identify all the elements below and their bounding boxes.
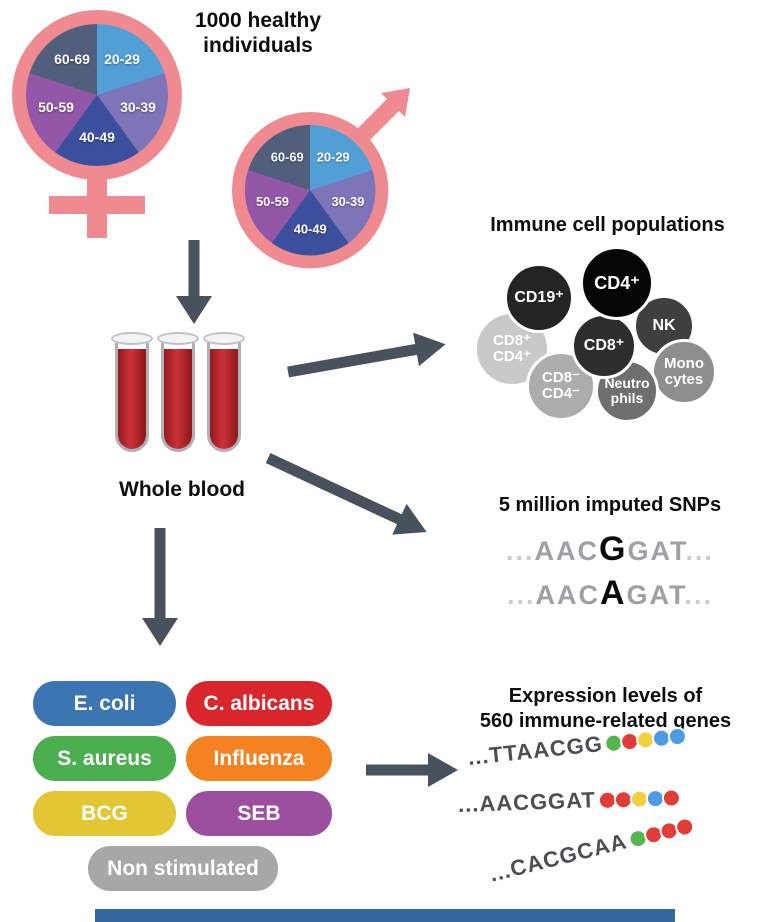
blood-fill bbox=[210, 349, 238, 449]
age-group-label-20-29: 20-29 bbox=[104, 51, 140, 67]
snp-bases: GAT bbox=[626, 580, 685, 610]
cell-label: CD8⁻ CD4⁻ bbox=[542, 369, 580, 402]
blood-tube-icon bbox=[111, 332, 153, 456]
male-symbol-arrow-icon bbox=[352, 88, 410, 146]
male-symbol-ring: 20-29 30-39 40-49 50-59 60-69 bbox=[232, 112, 389, 269]
tube-body bbox=[161, 340, 195, 452]
stimulus-label: Non stimulated bbox=[107, 856, 259, 880]
age-group-label-40-49: 40-49 bbox=[293, 221, 327, 237]
expression-dots bbox=[603, 725, 689, 754]
snp-variant-base: A bbox=[599, 574, 627, 612]
cell-label: CD4⁺ bbox=[594, 272, 640, 293]
whole-blood-label: Whole blood bbox=[119, 478, 245, 501]
age-group-label-30-39: 30-39 bbox=[120, 99, 156, 115]
blue-dot bbox=[667, 725, 689, 747]
age-group-label-60-69: 60-69 bbox=[54, 51, 90, 67]
stimulus-label: E. coli bbox=[73, 691, 136, 715]
age-group-label-50-59: 50-59 bbox=[38, 99, 74, 115]
male-age-pie-chart: 20-29 30-39 40-49 50-59 60-69 bbox=[244, 124, 376, 256]
cell-cd4pos: CD4⁺ bbox=[580, 246, 654, 320]
snp-sequence-alt: ...AACAGAT... bbox=[450, 574, 770, 619]
snp-variant-base: G bbox=[599, 530, 628, 568]
snp-flank: ... bbox=[506, 536, 535, 566]
stimulus-c-albicans: C. albicans bbox=[186, 681, 332, 726]
arrow-stimulations-to-expression-icon bbox=[366, 753, 458, 787]
expression-title: Expression levels of 560 immune-related … bbox=[438, 684, 771, 734]
age-group-label-30-39: 30-39 bbox=[331, 193, 365, 209]
snp-sequence-ref: ...AACGGAT... bbox=[450, 530, 770, 575]
tube-cap bbox=[157, 332, 199, 345]
stimulus-bcg: BCG bbox=[33, 791, 176, 836]
stimulus-label: Influenza bbox=[213, 746, 305, 770]
cell-label: CD8⁺ bbox=[583, 336, 625, 354]
cell-label: CD8⁺ CD4⁺ bbox=[493, 332, 531, 365]
snp-flank: ... bbox=[506, 580, 536, 610]
stimulus-label: C. albicans bbox=[203, 691, 315, 715]
arrow-cohort-to-blood-icon bbox=[176, 240, 212, 324]
cell-cd19pos: CD19⁺ bbox=[504, 263, 574, 333]
snp-flank: ... bbox=[684, 580, 714, 610]
arrow-blood-to-snps-icon bbox=[265, 453, 427, 535]
snp-bases: GAT bbox=[627, 536, 686, 566]
gene-sequence: ...TTAACGG bbox=[466, 730, 604, 770]
blood-fill bbox=[118, 349, 146, 449]
age-group-label-50-59: 50-59 bbox=[256, 193, 289, 209]
age-group-label-60-69: 60-69 bbox=[270, 149, 304, 165]
snp-bases: AAC bbox=[535, 580, 600, 610]
gene-expression-row: ...CACGCAA bbox=[487, 812, 697, 888]
stimulus-label: S. aureus bbox=[57, 746, 152, 770]
stimulus-influenza: Influenza bbox=[186, 736, 332, 781]
expression-dots bbox=[597, 787, 682, 810]
age-group-label-20-29: 20-29 bbox=[316, 149, 350, 165]
snp-flank: ... bbox=[685, 536, 714, 566]
snps-title: 5 million imputed SNPs bbox=[498, 494, 722, 516]
stimulus-seb: SEB bbox=[186, 791, 332, 836]
age-group-label-40-49: 40-49 bbox=[79, 129, 115, 145]
bottom-blue-strip bbox=[95, 909, 675, 922]
snp-bases: AAC bbox=[534, 536, 600, 566]
stimulus-label: SEB bbox=[237, 801, 281, 825]
cell-label: NK bbox=[652, 316, 676, 334]
female-symbol-ring: 20-29 30-39 40-49 50-59 60-69 bbox=[12, 10, 182, 180]
gene-expression-row: ...AACGGAT bbox=[458, 784, 682, 818]
female-age-pie-chart: 20-29 30-39 40-49 50-59 60-69 bbox=[26, 24, 168, 166]
expression-title-line2: 560 immune-related genes bbox=[479, 710, 732, 732]
red-dot bbox=[661, 787, 682, 808]
tube-cap bbox=[111, 332, 153, 345]
stimulus-label: BCG bbox=[81, 801, 128, 825]
immune-cells-title: Immune cell populations bbox=[490, 214, 725, 236]
male-symbol: 20-29 30-39 40-49 50-59 60-69 bbox=[232, 88, 447, 287]
cohort-title: 1000 healthy individuals bbox=[194, 9, 322, 58]
cell-monocytes: Mono cytes bbox=[651, 339, 717, 405]
stimulus-s-aureus: S. aureus bbox=[33, 736, 176, 781]
cell-label: Mono cytes bbox=[664, 355, 704, 388]
arrow-blood-to-cells-icon bbox=[287, 332, 446, 378]
tube-body bbox=[115, 340, 149, 452]
cell-label: CD19⁺ bbox=[514, 288, 564, 306]
expression-title-line1: Expression levels of bbox=[508, 685, 703, 707]
expression-dots bbox=[626, 815, 696, 850]
stimulus-non-stimulated: Non stimulated bbox=[88, 846, 278, 891]
blood-tube-icon bbox=[157, 332, 199, 456]
gene-sequence: ...CACGCAA bbox=[486, 828, 630, 887]
tube-cap bbox=[203, 332, 245, 345]
cell-cd8pos: CD8⁺ bbox=[571, 313, 637, 379]
gene-sequence: ...AACGGAT bbox=[457, 787, 597, 817]
female-symbol-crossbar bbox=[49, 196, 145, 214]
stimulus-e-coli: E. coli bbox=[33, 681, 176, 726]
blood-fill bbox=[164, 349, 192, 449]
cell-label: Neutro phils bbox=[604, 375, 650, 406]
tube-body bbox=[207, 340, 241, 452]
female-symbol: 20-29 30-39 40-49 50-59 60-69 bbox=[12, 10, 192, 248]
arrow-blood-to-stimulations-icon bbox=[142, 528, 178, 646]
blood-tube-icon bbox=[203, 332, 245, 456]
